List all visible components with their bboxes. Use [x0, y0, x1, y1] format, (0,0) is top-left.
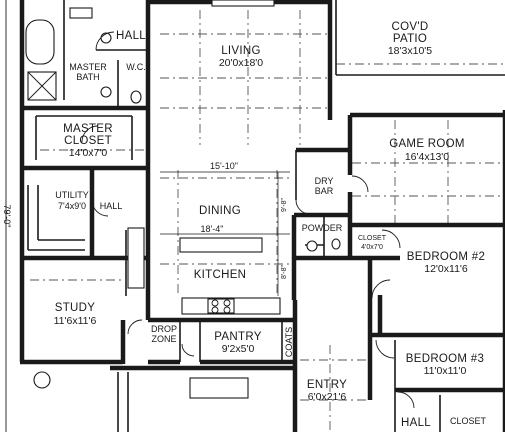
water-heater-icon	[33, 371, 51, 389]
dining-width-dim: 15'-10"	[210, 161, 238, 171]
fixtures	[25, 0, 341, 399]
master-bath-label: MASTER	[69, 62, 107, 72]
master-bath-label-2: BATH	[76, 72, 99, 82]
patio-label: COV'D	[392, 21, 429, 33]
entry-label: ENTRY	[307, 379, 347, 391]
powder-toilet-icon	[331, 238, 341, 250]
pantry-dim: 9'2x5'0	[222, 343, 255, 355]
kitchen-depth-dim: 8'-8"	[281, 265, 288, 279]
entry-dim: 6'0x21'6	[308, 391, 347, 403]
game-room-label: GAME ROOM	[389, 138, 465, 150]
bedroom3-dim: 11'0x11'0	[424, 365, 467, 377]
powder-sink-icon	[306, 240, 318, 252]
closet-small-dim: 4'0x7'0	[361, 244, 383, 251]
bathtub-fixture	[25, 19, 55, 65]
overall-side-dim: 79'-0"	[2, 205, 12, 228]
dining-label: DINING	[199, 205, 241, 217]
hall-mid-label: HALL	[100, 201, 123, 211]
room-labels: HALL LIVING 20'0x18'0 COV'D PATIO 18'3x1…	[2, 21, 487, 429]
walls	[5, 0, 505, 432]
closet-small-label: CLOSET	[358, 235, 387, 242]
doors	[81, 31, 415, 409]
utility-dim: 7'4x9'0	[58, 201, 86, 211]
closet-bottom-label: CLOSET	[450, 416, 487, 426]
master-closet-dim: 14'0x7'0	[69, 147, 108, 159]
wc-label: W.C.	[126, 62, 146, 72]
dimension-lines	[160, 171, 290, 296]
dining-depth-dim: 9'-8"	[281, 198, 288, 212]
bedroom3-label: BEDROOM #3	[406, 353, 484, 365]
kitchen-width-dim: 18'-4"	[201, 224, 224, 234]
floor-dash-lines	[30, 10, 505, 432]
sink-icon	[100, 32, 112, 44]
bedroom2-dim: 12'0x11'6	[424, 263, 468, 275]
sink-icon-2	[100, 86, 112, 98]
kitchen-label: KITCHEN	[194, 269, 247, 281]
bedroom2-label: BEDROOM #2	[407, 251, 485, 263]
dry-bar-label: DRY	[315, 176, 334, 186]
living-dim: 20'0x18'0	[219, 57, 263, 69]
hall-top-label: HALL	[116, 30, 146, 42]
pantry-label: PANTRY	[214, 331, 261, 343]
hall-bottom-label: HALL	[401, 417, 431, 429]
game-room-dim: 16'4x13'0	[405, 151, 449, 163]
patio-label-2: PATIO	[393, 33, 427, 45]
living-label: LIVING	[221, 45, 261, 57]
kitchen-island	[179, 237, 263, 253]
drop-zone-label-2: ZONE	[151, 334, 176, 344]
master-closet-label-2: CLOSET	[64, 135, 112, 147]
drop-zone-label: DROP	[151, 324, 177, 334]
patio-dim: 18'3x10'5	[388, 45, 432, 57]
coats-label: COATS	[284, 327, 294, 357]
study-dim: 11'6x11'6	[54, 315, 97, 327]
cooktop-icon	[207, 298, 235, 314]
study-label: STUDY	[55, 302, 96, 314]
toilet-icon	[130, 90, 142, 104]
dry-bar-label-2: BAR	[315, 186, 334, 196]
utility-label: UTILITY	[55, 190, 89, 200]
powder-label: POWDER	[302, 223, 343, 233]
master-closet-label: MASTER	[63, 123, 113, 135]
